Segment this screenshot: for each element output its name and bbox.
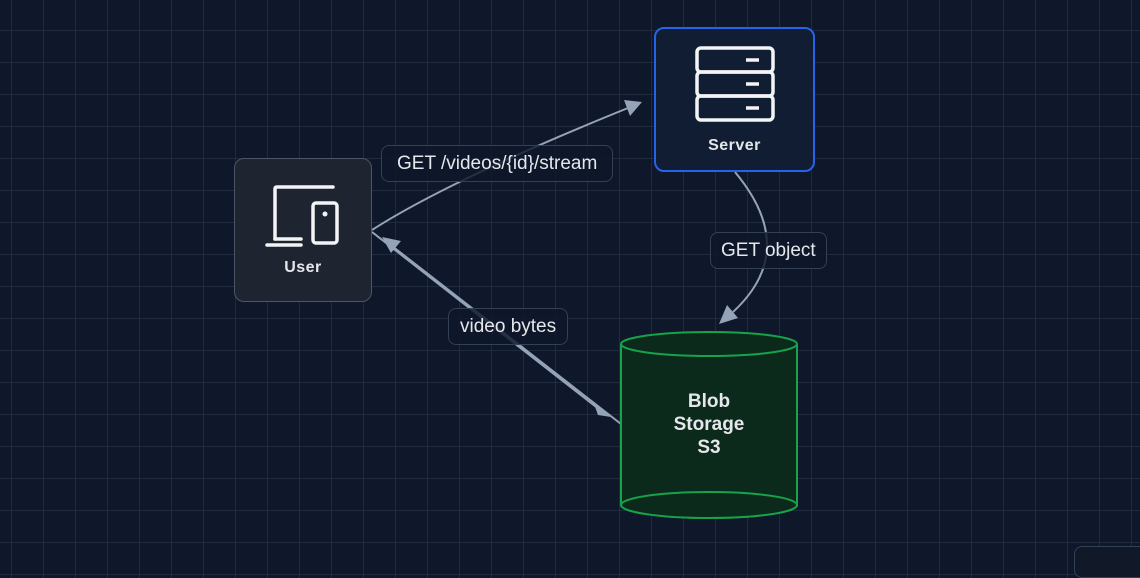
edge-label-video-bytes[interactable]: video bytes <box>448 308 569 345</box>
blob-storage-cylinder[interactable] <box>620 331 798 519</box>
server-node[interactable]: Server <box>654 27 815 172</box>
arrowhead-server <box>624 100 642 116</box>
server-icon <box>694 45 775 122</box>
canvas-controls-panel[interactable] <box>1074 546 1140 578</box>
arrowhead-blob-top <box>719 305 738 324</box>
arrowhead-user <box>382 237 401 253</box>
blob-label-line: Blob <box>687 391 731 412</box>
edge-label-get-object[interactable]: GET object <box>710 232 827 269</box>
devices-icon <box>265 185 339 247</box>
blob-label-line: Storage <box>673 414 745 435</box>
server-label: Server <box>708 136 761 154</box>
edges-layer <box>371 100 798 519</box>
user-node[interactable]: User <box>234 158 372 302</box>
edge-label-stream[interactable]: GET /videos/{id}/stream <box>381 145 614 182</box>
blob-storage-label: Blob Storage S3 <box>621 390 797 459</box>
blob-label-line: S3 <box>697 437 721 458</box>
user-label: User <box>284 259 322 276</box>
